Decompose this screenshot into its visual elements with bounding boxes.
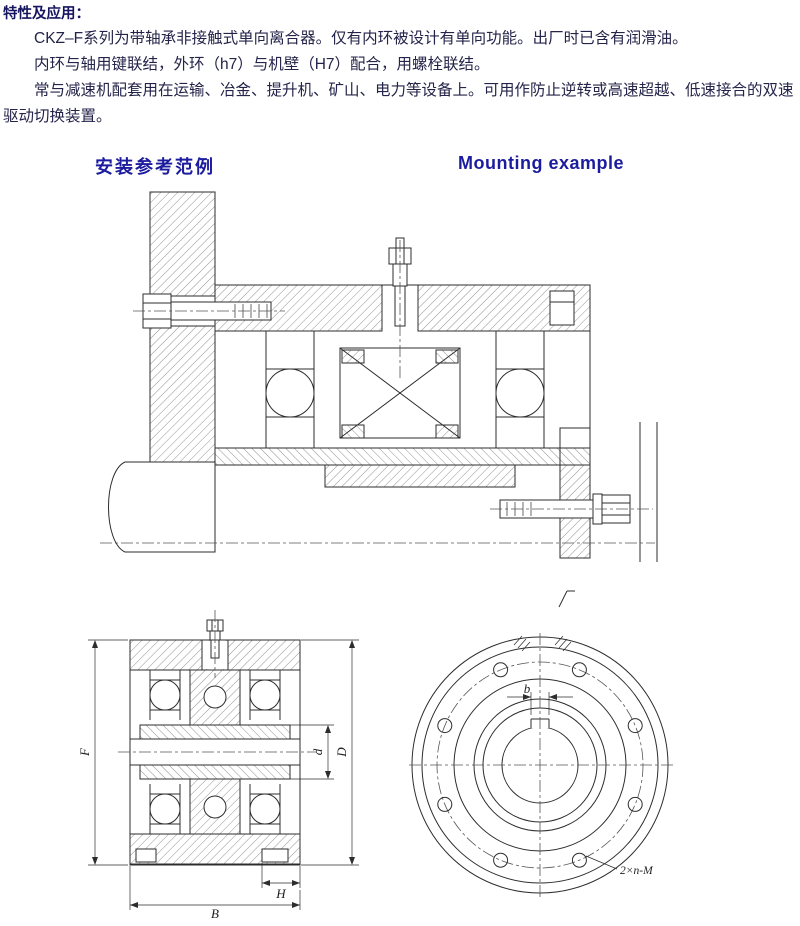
dim-label-b: b [524, 681, 531, 696]
section-title: 特性及应用： [3, 6, 90, 22]
dim-label-F: F [80, 747, 92, 757]
dim-label-B: B [211, 906, 219, 920]
output-flange [559, 422, 658, 562]
bolt-hole [571, 852, 587, 868]
bolt-hole [437, 718, 453, 734]
sprag-roller [203, 685, 227, 709]
intro-text-block: 特性及应用： CKZ–F系列为带轴承非接触式单向离合器。仅有内环被设计有单向功能… [3, 2, 797, 130]
bolt-note-label: 2×n-M [620, 865, 654, 877]
bolt-hole [493, 662, 509, 678]
dim-label-d: d [310, 748, 325, 755]
dim-label-D: D [334, 747, 349, 758]
dim-label-H: H [275, 886, 286, 901]
dimension-B: B [129, 866, 301, 920]
bolt-hole [627, 796, 643, 812]
intro-paragraph: 常与减速机配套用在运输、冶金、提升机、矿山、电力等设备上。可用作防止逆转或高速超… [3, 82, 794, 125]
bolt-callout: 2×n-M [585, 855, 654, 877]
bolt-hole [571, 662, 587, 678]
bearing-ball [149, 679, 181, 711]
intro-paragraph: CKZ–F系列为带轴承非接触式单向离合器。仅有内环被设计有单向功能。出厂时已含有… [34, 30, 688, 47]
dimension-d: d [290, 724, 334, 780]
mounting-example-drawing [100, 191, 658, 562]
clutch-section-view: F d D [80, 610, 359, 920]
dimension-D: D [301, 639, 359, 866]
bearing-ball [249, 679, 281, 711]
surface-mark [558, 590, 575, 608]
dimension-F: F [80, 639, 128, 866]
bearing-ball [265, 368, 315, 418]
shaft [108, 461, 216, 553]
figure-heading-en: Mounting example [458, 153, 625, 173]
bolt-hole [627, 718, 643, 734]
clutch-front-view: b 2×n-M [409, 590, 673, 899]
dimension-H: H [261, 863, 301, 901]
flange-hatch-marks [513, 635, 572, 652]
bolt-hole [493, 852, 509, 868]
figure-heading-cn: 安装参考范例 [95, 157, 215, 177]
intro-paragraph: 内环与轴用键联结，外环（h7）与机壁（H7）配合，用螺栓联结。 [34, 56, 490, 73]
sprag-roller [203, 795, 227, 819]
bearing-ball [495, 368, 545, 418]
bolt-holes [437, 662, 643, 868]
dimension-b: b [507, 681, 573, 715]
bearing-ball [249, 793, 281, 825]
bolt-hole [437, 796, 453, 812]
bearing-ball [149, 793, 181, 825]
